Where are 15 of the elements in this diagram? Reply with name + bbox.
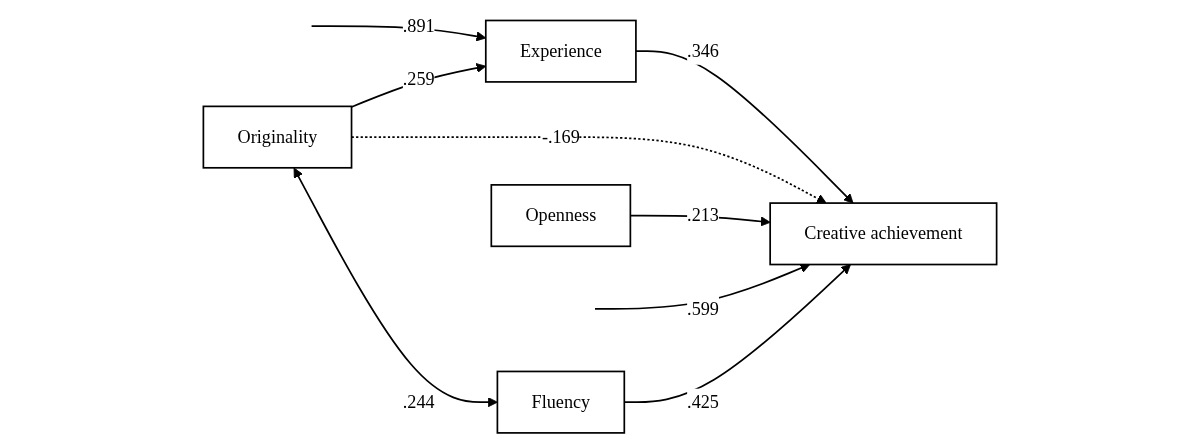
arrow [635,50,854,204]
edge-label: .244 [402,391,435,412]
node-box: Originality [202,105,353,169]
edge-label: .346 [687,40,719,61]
edge-label: .259 [402,69,435,89]
node-box: Openness [490,184,632,248]
edge-label: .425 [687,391,719,412]
edge-label: .599 [687,298,719,318]
node-box: Experience [484,19,637,83]
node-box: Creative achievement [769,202,998,266]
edge-label: .891 [402,15,435,36]
edge-label: .213 [687,205,719,225]
arrow [293,167,498,408]
node-box: Fluency [496,370,626,434]
edge-label: -.169 [541,126,580,147]
